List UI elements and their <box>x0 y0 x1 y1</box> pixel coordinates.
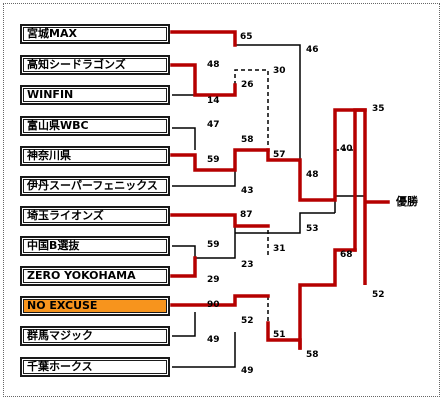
score: 90 <box>207 300 220 310</box>
champion-label: 優勝 <box>396 195 418 208</box>
score: 48 <box>207 60 220 70</box>
score: 47 <box>207 120 220 130</box>
team-name: NO EXCUSE <box>27 299 98 312</box>
team-box-7: 埼玉ライオンズ <box>20 206 170 226</box>
team-box-10: NO EXCUSE <box>20 296 170 316</box>
score: 57 <box>273 150 286 160</box>
score: 68 <box>340 250 353 260</box>
win-miyagi <box>170 30 237 47</box>
score: 43 <box>241 186 254 196</box>
line-upper-r4 <box>334 110 366 213</box>
team-name: 富山県WBC <box>27 119 89 132</box>
team-box-11: 群馬マジック <box>20 326 170 346</box>
win-zero <box>170 256 197 278</box>
team-box-4: 富山県WBC <box>20 116 170 136</box>
score: 87 <box>240 210 253 220</box>
score: 53 <box>306 224 319 234</box>
score: 30 <box>273 66 286 76</box>
winning-paths <box>170 30 390 350</box>
line-gunma <box>172 312 196 337</box>
score: 65 <box>240 32 253 42</box>
score: 29 <box>207 275 220 285</box>
score: 59 <box>207 155 220 165</box>
bracket-frame <box>3 3 440 397</box>
team-name: WINFIN <box>27 88 74 101</box>
team-box-2: 高知シードラゴンズ <box>20 55 170 75</box>
team-box-6: 伊丹スーパーフェニックス <box>20 176 170 196</box>
win-r3-upper <box>266 108 367 202</box>
team-box-9: ZERO YOKOHAMA <box>20 266 170 286</box>
line-toyama <box>172 127 196 150</box>
team-name: 神奈川県 <box>27 149 71 162</box>
win-noexcuse <box>170 294 270 307</box>
team-name: 千葉ホークス <box>27 360 93 373</box>
team-box-1: 宮城MAX <box>20 24 170 44</box>
score: 58 <box>306 350 319 360</box>
team-name: 埼玉ライオンズ <box>27 209 104 222</box>
team-name: 群馬マジック <box>27 329 93 342</box>
line-winfin <box>172 72 196 96</box>
team-name: 中国B選抜 <box>27 239 80 252</box>
win-r3-lower <box>298 248 357 350</box>
score: 49 <box>241 366 254 376</box>
score: 23 <box>241 260 254 270</box>
win-kanagawa <box>170 148 270 172</box>
score: 51 <box>273 330 286 340</box>
win-kochi <box>170 63 237 97</box>
score: 58 <box>241 135 254 145</box>
score: 59 <box>207 240 220 250</box>
win-saitama <box>170 213 270 228</box>
score: 31 <box>273 244 286 254</box>
score: 52 <box>372 290 385 300</box>
score: 48 <box>306 170 319 180</box>
line-chiba <box>172 332 236 368</box>
team-box-3: WINFIN <box>20 85 170 105</box>
score: 46 <box>306 45 319 55</box>
score: 35 <box>372 104 385 114</box>
score: 40 <box>340 144 353 154</box>
line-chugoku <box>172 245 196 270</box>
win-final <box>353 108 390 285</box>
team-name: ZERO YOKOHAMA <box>27 269 136 282</box>
team-name: 高知シードラゴンズ <box>27 58 126 71</box>
score: 14 <box>207 96 220 106</box>
team-box-12: 千葉ホークス <box>20 357 170 377</box>
dash-r2-upper <box>234 69 269 145</box>
dash-r3-upper <box>335 149 356 250</box>
score: 26 <box>241 80 254 90</box>
team-name: 宮城MAX <box>27 27 77 40</box>
score: 49 <box>207 335 220 345</box>
line-chugoku-to-r2 <box>195 218 236 259</box>
team-box-5: 神奈川県 <box>20 146 170 166</box>
score: 52 <box>241 316 254 326</box>
team-box-8: 中国B選抜 <box>20 236 170 256</box>
team-name: 伊丹スーパーフェニックス <box>27 179 158 192</box>
line-miyagi-r2 <box>235 44 301 160</box>
